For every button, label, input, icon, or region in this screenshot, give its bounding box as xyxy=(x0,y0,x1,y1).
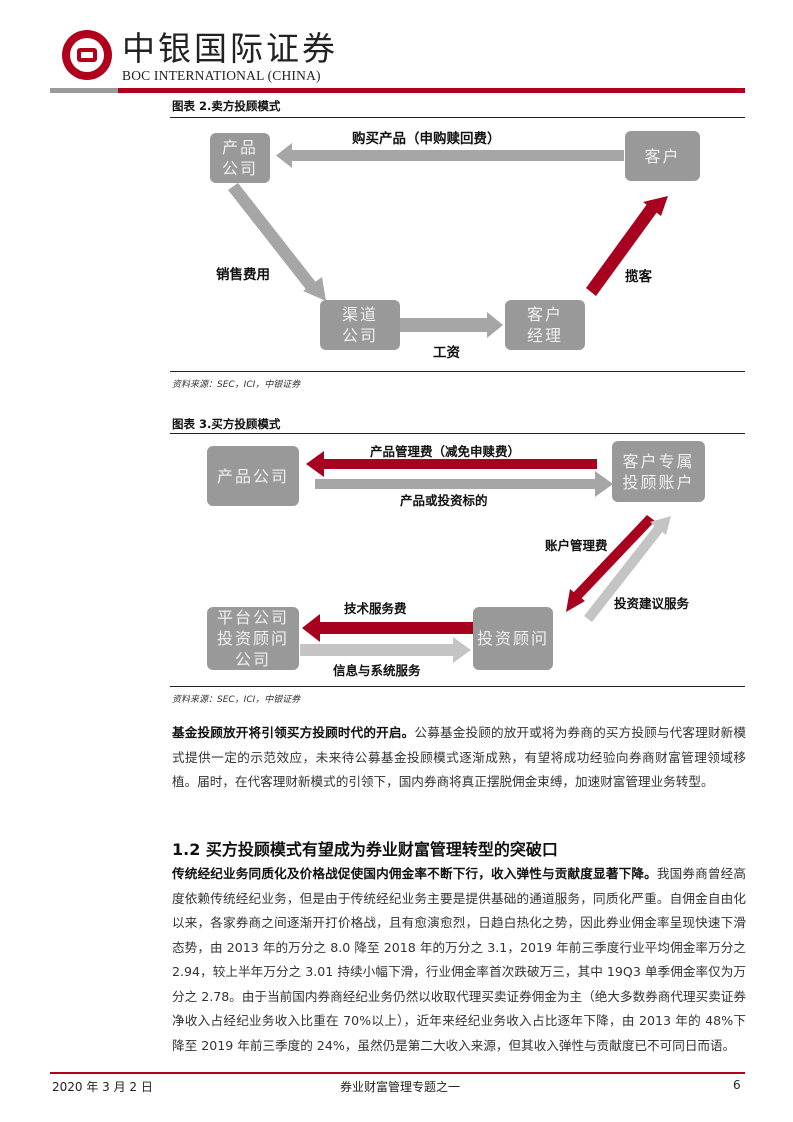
arrow-products xyxy=(315,471,613,497)
brand-name-en: BOC INTERNATIONAL (CHINA) xyxy=(122,68,321,83)
boc-logo-icon xyxy=(62,30,112,80)
label-products: 产品或投资标的 xyxy=(400,493,488,508)
footer-rule xyxy=(50,1072,745,1074)
box-platform-company: 平台公司投资顾问公司 xyxy=(207,607,299,670)
label-info-service: 信息与系统服务 xyxy=(333,663,421,678)
box-product-company-3: 产品公司 xyxy=(207,446,299,506)
footer-date: 2020 年 3 月 2 日 xyxy=(52,1080,153,1094)
label-mgmt-fee: 产品管理费（减免申赎费） xyxy=(370,444,521,459)
box-product-company: 产品公司 xyxy=(210,133,270,183)
arrow-mgmt-fee xyxy=(306,451,597,477)
arrow-info-service xyxy=(300,637,471,663)
paragraph-1-text: 公募基金投顾的放开或将为券商的买方投顾与代客理财新模式提供一定的示范效应，未来待… xyxy=(172,725,747,789)
paragraph-1-lead: 基金投顾放开将引领买方投顾时代的开启。 xyxy=(172,725,415,740)
arrow-salary xyxy=(400,312,503,338)
header-bar-red xyxy=(118,88,745,93)
arrow-sales-fee xyxy=(228,183,326,301)
footer-page-number: 6 xyxy=(733,1078,741,1092)
arrow-purchase xyxy=(276,143,624,168)
arrow-account-fee xyxy=(566,515,655,612)
figure2-source: 资料来源：SEC，ICI，中银证券 xyxy=(172,380,301,390)
arrow-acquire-clients xyxy=(586,196,668,296)
label-account-fee: 账户管理费 xyxy=(545,538,608,553)
label-advice: 投资建议服务 xyxy=(614,596,690,611)
label-sales-fee: 销售费用 xyxy=(216,267,270,283)
figure3-title: 图表 3.买方投顾模式 xyxy=(172,417,281,431)
label-purchase: 购买产品（申购赎回费） xyxy=(352,131,501,147)
paragraph-2-lead: 传统经纪业务同质化及价格战促使国内佣金率不断下行，收入弹性与贡献度显著下降。 xyxy=(172,866,657,881)
footer-title: 券业财富管理专题之一 xyxy=(340,1080,461,1094)
box-channel-company: 渠道公司 xyxy=(320,300,400,350)
figure2-bottom-rule xyxy=(170,371,745,372)
section-heading: 1.2 买方投顾模式有望成为券业财富管理转型的突破口 xyxy=(172,840,558,859)
arrow-advice xyxy=(584,516,671,622)
header-bar-gray xyxy=(50,88,118,93)
arrow-tech-fee xyxy=(302,614,473,642)
label-acquire-clients: 揽客 xyxy=(625,269,652,285)
figure2-top-rule xyxy=(170,117,745,118)
paragraph-2: 传统经纪业务同质化及价格战促使国内佣金率不断下行，收入弹性与贡献度显著下降。我国… xyxy=(172,862,746,1058)
label-tech-fee: 技术服务费 xyxy=(344,601,407,616)
box-client: 客户 xyxy=(625,131,700,181)
box-account-manager: 客户经理 xyxy=(505,300,585,350)
label-salary: 工资 xyxy=(433,345,460,361)
box-client-account: 客户专属投顾账户 xyxy=(612,441,705,502)
brand-name-cn: 中银国际证券 xyxy=(122,29,338,68)
paragraph-1: 基金投顾放开将引领买方投顾时代的开启。公募基金投顾的放开或将为券商的买方投顾与代… xyxy=(172,721,746,795)
paragraph-2-text: 我国券商曾经高度依赖传统经纪业务，但是由于传统经纪业务主要是提供基础的通道服务，… xyxy=(172,866,747,1053)
figure3-bottom-rule xyxy=(170,686,745,687)
figure2-title: 图表 2.卖方投顾模式 xyxy=(172,99,281,113)
box-advisor: 投资顾问 xyxy=(473,607,553,670)
figure3-top-rule xyxy=(170,433,745,434)
figure3-source: 资料来源：SEC，ICI，中银证券 xyxy=(172,695,301,705)
